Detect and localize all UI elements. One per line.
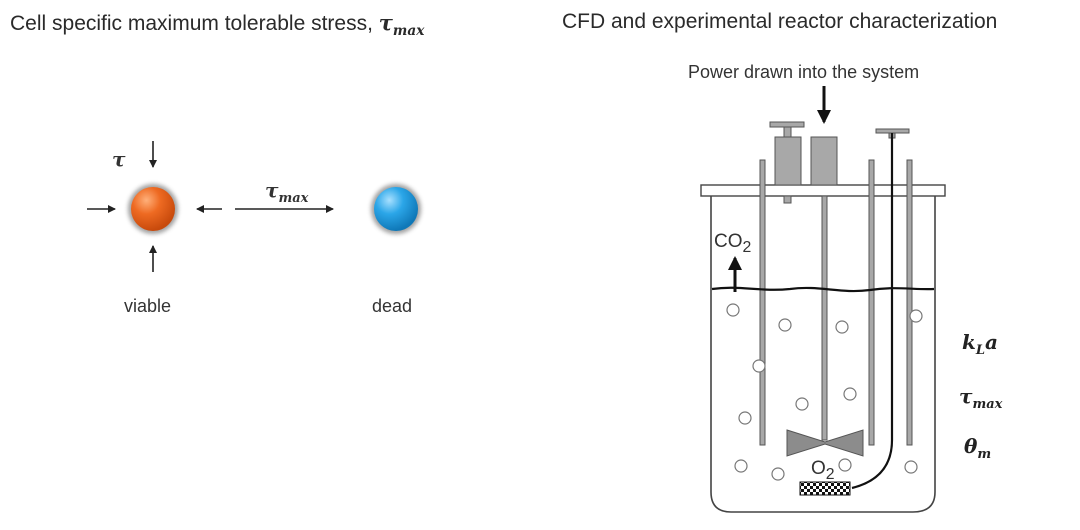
power-label: Power drawn into the system — [688, 62, 920, 82]
right-panel-title: CFD and experimental reactor characteriz… — [562, 10, 998, 33]
bubble — [771, 467, 785, 481]
bubble — [738, 411, 752, 425]
bubble — [843, 387, 857, 401]
left-valve-stem — [783, 126, 792, 138]
viable-label: viable — [124, 296, 172, 316]
left-valve-handle — [769, 121, 805, 128]
stirrer-motor-block — [810, 136, 838, 186]
probe-right — [906, 159, 913, 446]
left-panel-title: Cell specific maximum tolerable stress, … — [10, 10, 424, 39]
sparger — [799, 481, 851, 496]
bubble — [835, 320, 849, 334]
bubble — [778, 318, 792, 332]
bubble — [752, 359, 766, 373]
param-tau-max: τmax — [959, 384, 1003, 412]
viable-cell — [131, 187, 175, 231]
probe-middle — [868, 159, 875, 446]
tau-label: τ — [112, 147, 126, 171]
dead-label: dead — [372, 296, 413, 316]
bubble — [734, 459, 748, 473]
o2-label: O2 — [811, 458, 835, 483]
left-title-text: Cell specific maximum tolerable stress, — [10, 12, 379, 35]
probe-left — [759, 159, 766, 446]
bubble — [795, 397, 809, 411]
tau-max-arrow-label: τmax — [265, 178, 309, 206]
bubble — [904, 460, 918, 474]
param-theta-m: θm — [964, 434, 992, 462]
bubble — [838, 458, 852, 472]
left-motor-foot — [783, 195, 792, 204]
tau-max-symbol: τmax — [378, 10, 425, 40]
reactor-vessel — [710, 196, 936, 513]
bubble — [726, 303, 740, 317]
gas-line — [851, 133, 894, 490]
left-motor-block — [774, 136, 802, 186]
param-kla: kLa — [962, 330, 998, 358]
dead-cell — [374, 187, 418, 231]
bubbles — [726, 303, 923, 481]
sparger-handle — [875, 128, 910, 134]
impeller — [786, 429, 864, 457]
stirrer-shaft — [821, 195, 828, 441]
bubble — [909, 309, 923, 323]
liquid-surface — [711, 286, 935, 293]
co2-label: CO2 — [714, 231, 752, 256]
